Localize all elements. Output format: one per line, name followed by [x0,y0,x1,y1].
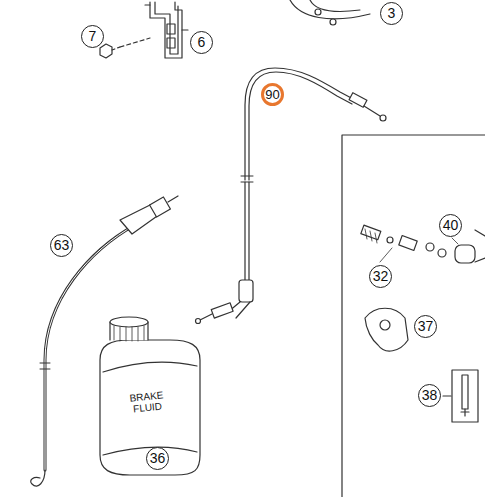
piston-parts [361,225,485,263]
callout-number: 7 [81,25,104,48]
bottle-label: BRAKE FLUID [124,389,170,415]
cable-end [330,19,336,25]
cable-end [315,9,321,15]
pin [462,375,468,409]
callout-number: 37 [414,315,437,338]
lever-part [365,308,408,351]
cable [290,0,370,19]
pin-end [461,409,469,416]
pin-box [452,370,478,422]
group-frame [342,135,485,497]
throttle-cable [196,68,387,324]
callout-number: 38 [418,384,441,407]
callout-number: 3 [380,2,403,25]
brake-fluid-bottle [100,317,200,475]
lever-hole [380,320,390,330]
leader-line [443,395,451,396]
callout-number: 32 [369,265,392,288]
callout-number: 36 [146,447,169,470]
callout-number: 40 [439,214,462,237]
screw [100,38,150,58]
bracket [145,2,188,58]
callout-number: 6 [190,31,213,54]
callout-number: 90 [261,83,284,106]
callout-number: 63 [50,234,73,257]
